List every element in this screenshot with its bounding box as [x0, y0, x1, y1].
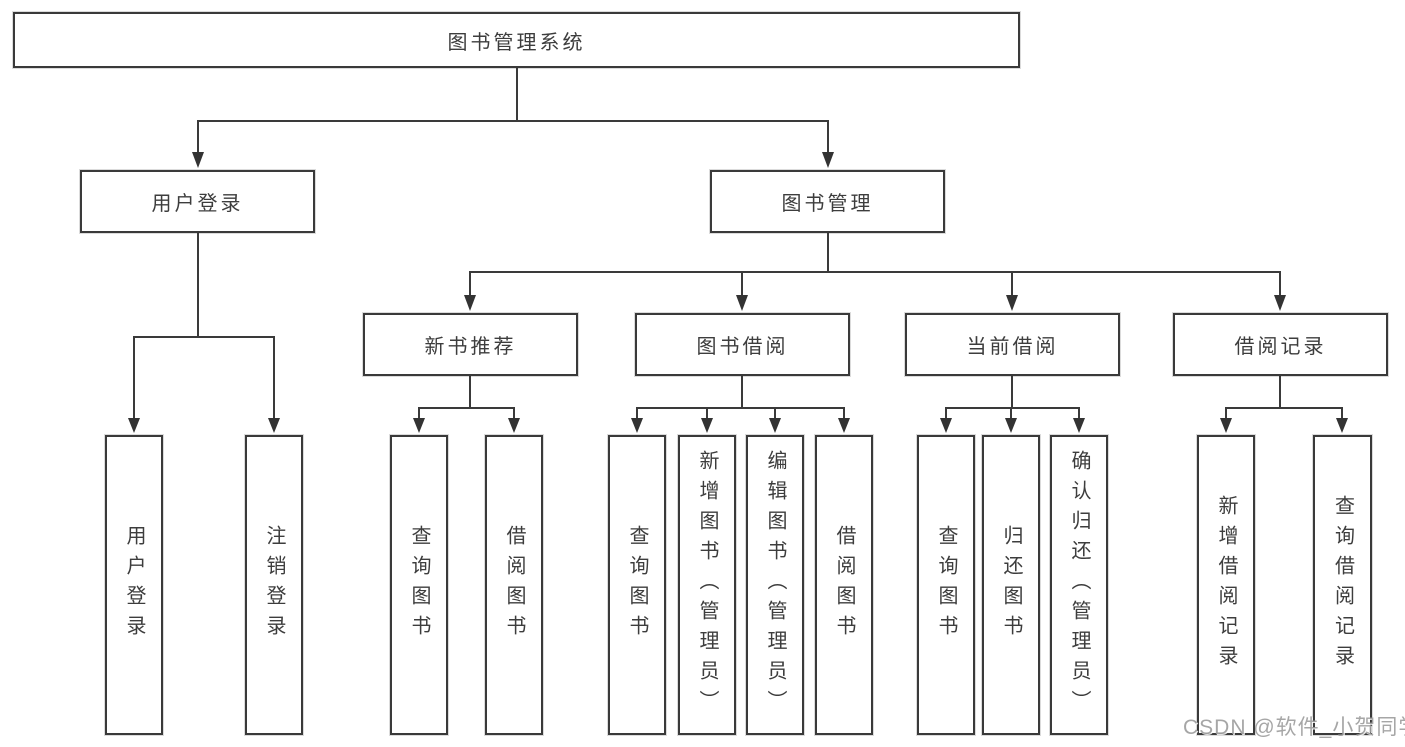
leaf-edit-book-admin: 编辑图书（管理员） — [746, 435, 804, 735]
connector-root-to-level2 — [192, 68, 834, 168]
node-user-login: 用户登录 — [80, 170, 315, 233]
connector-book-borrow-to-leaves — [631, 376, 850, 433]
connector-borrow-records-to-leaves — [1220, 376, 1348, 433]
connector-current-borrow-to-leaves — [940, 376, 1085, 433]
node-book-management: 图书管理 — [710, 170, 945, 233]
leaf-query-book-current: 查询图书 — [917, 435, 975, 735]
leaf-return-book: 归还图书 — [982, 435, 1040, 735]
leaf-add-book-admin: 新增图书（管理员） — [678, 435, 736, 735]
leaf-query-book-recommend: 查询图书 — [390, 435, 448, 735]
leaf-confirm-return-admin: 确认归还（管理员） — [1050, 435, 1108, 735]
leaf-query-book-borrow: 查询图书 — [608, 435, 666, 735]
node-book-borrow: 图书借阅 — [635, 313, 850, 376]
csdn-watermark: CSDN @软件_小贺同学 — [1183, 716, 1405, 739]
connector-user-login-to-leaves — [128, 233, 280, 433]
connector-book-mgmt-to-level3 — [464, 233, 1286, 311]
leaf-borrow-book-recommend: 借阅图书 — [485, 435, 543, 735]
node-new-book-recommend: 新书推荐 — [363, 313, 578, 376]
connector-new-book-to-leaves — [413, 376, 520, 433]
node-root-system: 图书管理系统 — [13, 12, 1020, 68]
node-current-borrow: 当前借阅 — [905, 313, 1120, 376]
leaf-add-borrow-record: 新增借阅记录 — [1197, 435, 1255, 735]
leaf-query-borrow-record: 查询借阅记录 — [1313, 435, 1372, 735]
leaf-borrow-book: 借阅图书 — [815, 435, 873, 735]
leaf-logout: 注销登录 — [245, 435, 303, 735]
leaf-user-login: 用户登录 — [105, 435, 163, 735]
node-borrow-records: 借阅记录 — [1173, 313, 1388, 376]
